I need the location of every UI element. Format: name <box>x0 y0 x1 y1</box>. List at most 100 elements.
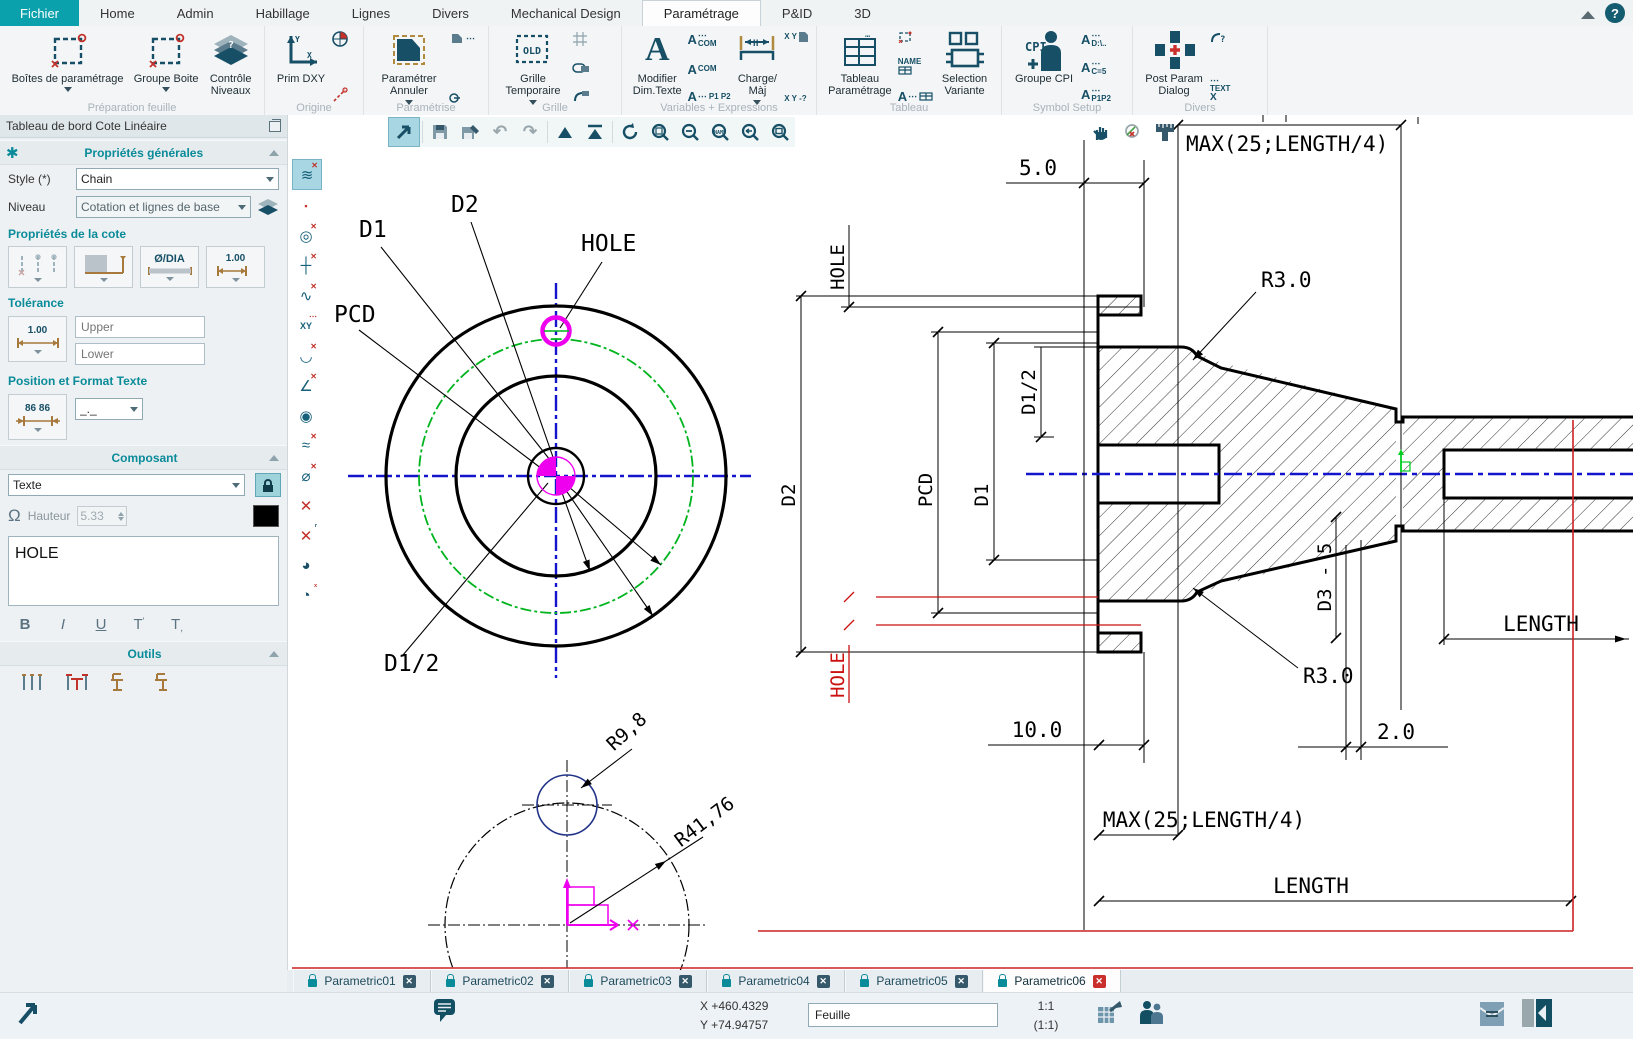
text-position-button[interactable]: 86 86 <box>8 394 67 440</box>
sheet-tab[interactable]: Parametric04 ✕ <box>707 970 845 992</box>
dim-line-style-button[interactable] <box>74 246 133 288</box>
ruler-icon[interactable] <box>1150 118 1180 146</box>
zoom-out-button[interactable] <box>675 118 705 146</box>
menu-tab-fichier[interactable]: Fichier <box>0 0 80 26</box>
sheet-tab[interactable]: Parametric01 ✕ <box>293 970 431 992</box>
menu-tab-admin[interactable]: Admin <box>176 5 214 21</box>
italic-button[interactable]: I <box>60 616 66 633</box>
style-select[interactable]: Chain <box>76 168 279 190</box>
drawing-canvas-area[interactable]: D1 D2 HOLE PCD D1/2 <box>287 115 1633 970</box>
menu-tab-lignes[interactable]: Lignes <box>351 5 391 21</box>
raise-button[interactable] <box>550 118 580 146</box>
zoom-cursor-icon[interactable] <box>1118 118 1148 146</box>
step-down-icon[interactable] <box>118 516 125 521</box>
snap-intersection2-icon[interactable]: ✕ʳ <box>299 522 317 545</box>
section-header-general[interactable]: ✱ Propriétés générales <box>0 140 287 165</box>
undo-button[interactable]: ↶ <box>492 122 508 141</box>
comment-bubble-icon[interactable] <box>432 997 458 1023</box>
layers-icon[interactable] <box>257 198 279 216</box>
bold-button[interactable]: B <box>19 616 31 633</box>
close-icon[interactable]: ✕ <box>540 974 554 988</box>
drawing-svg[interactable]: D1 D2 HOLE PCD D1/2 <box>288 115 1633 970</box>
save-as-button[interactable] <box>455 118 485 146</box>
hauteur-stepper[interactable]: 5.33 <box>77 506 128 526</box>
close-icon[interactable]: ✕ <box>678 974 692 988</box>
tool-dimension-red-icon[interactable] <box>64 671 90 693</box>
menu-tab-habillage[interactable]: Habillage <box>255 5 310 21</box>
grid-export-icon[interactable] <box>1096 999 1126 1027</box>
menu-tab-parametrage[interactable]: Paramétrage <box>641 0 761 26</box>
menu-tab-3d[interactable]: 3D <box>854 5 871 21</box>
snap-wave-icon[interactable]: ∿✕ <box>299 282 317 305</box>
collapse-panel-icon[interactable] <box>1520 997 1554 1029</box>
sheet-name-input[interactable] <box>808 1003 998 1027</box>
snap-gravity-xy-icon[interactable]: ◔ˣ <box>301 582 317 604</box>
lock-icon[interactable] <box>255 473 281 497</box>
tool-baseline2-icon[interactable] <box>152 671 178 693</box>
float-panel-icon[interactable] <box>269 118 281 132</box>
sheet-tab[interactable]: Parametric05 ✕ <box>845 970 983 992</box>
origin-pie-icon[interactable] <box>332 31 348 47</box>
parametrer-annuler-button[interactable]: Paramétrer Annuler <box>372 29 446 105</box>
modifier-dim-texte-button[interactable]: A Modifier Dim.Texte <box>630 29 684 98</box>
selected-hole-circle[interactable] <box>540 315 572 347</box>
close-icon[interactable]: ✕ <box>402 974 416 988</box>
grid-icon[interactable] <box>572 31 590 47</box>
snap-free-icon[interactable]: ◎✕ <box>299 222 317 245</box>
snap-tangent-icon[interactable]: ⌀✕ <box>301 462 317 485</box>
snap-center-icon[interactable]: ◉ <box>299 407 313 425</box>
menu-tab-pid[interactable]: P&ID <box>781 5 813 21</box>
subscript-button[interactable]: T, <box>171 616 183 634</box>
close-icon[interactable]: ✕ <box>1092 974 1106 988</box>
a-c5-icon[interactable]: A⋯C=5 <box>1081 57 1107 76</box>
users-icon[interactable] <box>1136 998 1166 1026</box>
selection-variante-button[interactable]: Selection Variante <box>936 29 993 98</box>
snap-intersection-icon[interactable]: ✕ <box>299 497 313 515</box>
zoom-name-button[interactable]: NAME <box>705 118 735 146</box>
collapse-icon[interactable] <box>269 650 279 657</box>
tolerance-style-button[interactable]: 1.00 <box>8 316 67 362</box>
a-com-icon[interactable]: A⋯COM <box>687 30 717 48</box>
step-up-icon[interactable] <box>118 511 125 516</box>
redo-button[interactable]: ↷ <box>522 122 538 141</box>
mail-icon[interactable] <box>1474 998 1510 1028</box>
raise-top-button[interactable] <box>580 118 610 146</box>
help-icon[interactable]: ? <box>1605 3 1625 23</box>
a-dpath-icon[interactable]: A⋯D:\.. <box>1081 30 1107 48</box>
sheet-tab[interactable]: Parametric02 ✕ <box>431 970 569 992</box>
charge-maj-button[interactable]: H Charge/ Màj <box>734 29 782 105</box>
pan-hand-icon[interactable] <box>1086 118 1116 146</box>
snap-point-icon[interactable]: ▪ <box>304 200 308 211</box>
underline-button[interactable]: U <box>95 616 107 633</box>
controle-niveaux-button[interactable]: ? Contrôle Niveaux <box>205 29 256 98</box>
a-table-icon[interactable]: A⋯ <box>898 90 933 103</box>
superscript-button[interactable]: T' <box>133 615 145 634</box>
tool-baseline-icon[interactable] <box>108 671 134 693</box>
menu-tab-home[interactable]: Home <box>100 5 135 21</box>
snap-gravity-icon[interactable]: ◕ <box>301 557 311 574</box>
dashed-box-small-icon[interactable] <box>898 31 933 43</box>
snap-ortho-icon[interactable]: ┼✕ <box>300 252 317 274</box>
snap-xy-icon[interactable]: XY⋯ <box>299 312 317 331</box>
menu-tab-divers[interactable]: Divers <box>432 5 469 21</box>
niveau-select[interactable]: Cotation et lignes de base <box>76 196 251 218</box>
tableau-parametrage-button[interactable]: ⋯ Tableau Paramétrage <box>825 29 895 98</box>
units-style-button[interactable]: 1.00 <box>206 246 265 288</box>
witness-lines-button[interactable] <box>8 246 67 288</box>
diameter-style-button[interactable]: Ø/DIA <box>140 246 199 288</box>
tolerance-upper-input[interactable] <box>75 316 205 338</box>
xy-file-icon[interactable]: X Y <box>784 31 809 43</box>
zoom-previous-button[interactable] <box>735 118 765 146</box>
tolerance-lower-input[interactable] <box>75 343 205 365</box>
tool-witness-icon[interactable] <box>20 671 46 693</box>
post-param-dialog-button[interactable]: Post Param Dialog <box>1141 29 1207 98</box>
snap-auto-icon[interactable]: ≋✕ <box>292 159 322 190</box>
origin-line-icon[interactable] <box>332 87 348 103</box>
sheet-tab[interactable]: Parametric03 ✕ <box>569 970 707 992</box>
gear-icon[interactable]: ✱ <box>6 144 19 162</box>
snap-arc-icon[interactable]: ◡✕ <box>299 342 317 365</box>
param-xy-icon[interactable] <box>449 89 476 103</box>
